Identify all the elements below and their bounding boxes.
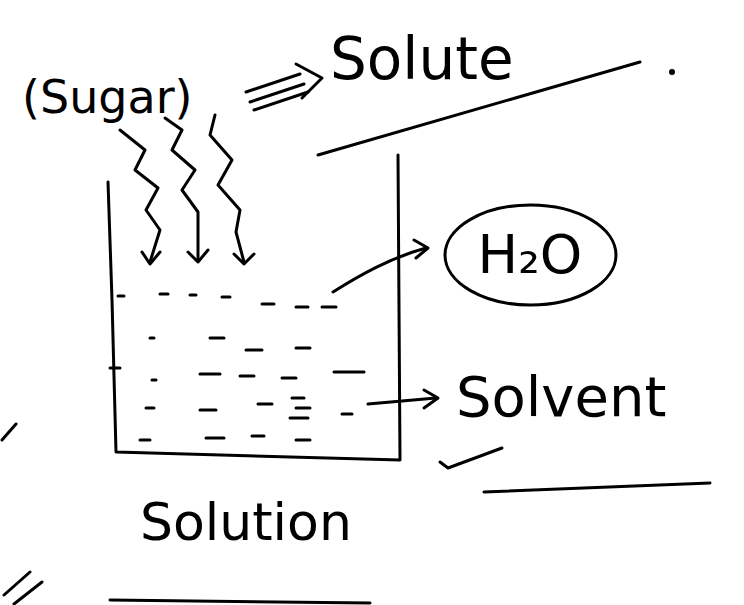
- stroke: [4, 572, 42, 604]
- arrowhead: [414, 240, 428, 258]
- label-text: Solute: [330, 28, 514, 92]
- leader-line: [333, 248, 426, 292]
- circled-label: H₂O: [442, 202, 619, 308]
- underline: [110, 600, 370, 603]
- leader-line: [368, 398, 436, 404]
- water: [110, 294, 364, 440]
- check-mark: [440, 448, 502, 468]
- label-text: Solvent: [456, 366, 666, 428]
- underline: [484, 483, 710, 492]
- label-text: Solution: [140, 494, 352, 551]
- node-text: H₂O: [478, 225, 583, 284]
- stroke: [2, 424, 16, 440]
- dot: [671, 71, 674, 74]
- double-arrow: [246, 64, 322, 110]
- label-text: (Sugar): [22, 72, 193, 123]
- wavy-arrow: [120, 115, 254, 264]
- arrowhead: [424, 390, 438, 408]
